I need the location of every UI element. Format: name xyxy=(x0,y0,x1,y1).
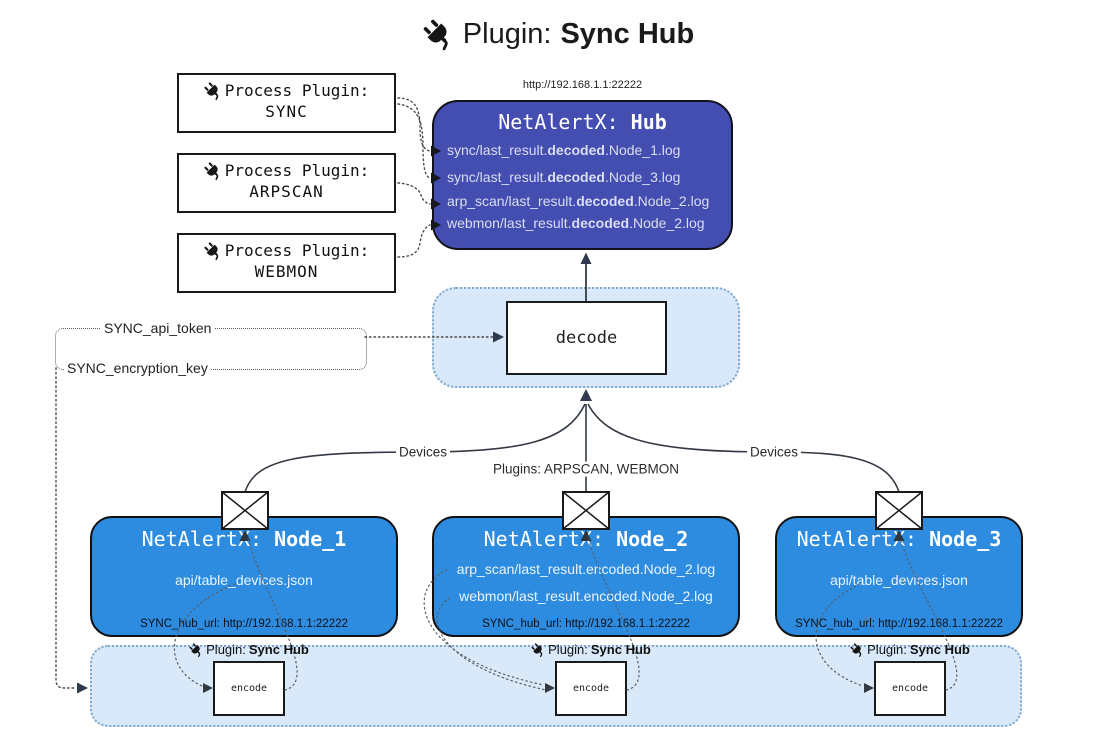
hub-title-bold: Hub xyxy=(630,110,667,134)
page-title: Plugin: Sync Hub xyxy=(0,18,1117,51)
node-line: api/table_devices.json xyxy=(830,572,968,588)
edge-tokens-to-encoders xyxy=(55,367,88,694)
plug-icon xyxy=(200,158,225,183)
node-hub-url: SYNC_hub_url: http://192.168.1.1:22222 xyxy=(795,618,1003,630)
process-plugin-name: SYNC xyxy=(265,102,308,121)
node-title: NetAlertX: Node_2 xyxy=(483,527,689,551)
process-plugin-name: WEBMON xyxy=(254,262,319,281)
decode-input-arrowhead xyxy=(580,389,592,401)
node-line: api/table_devices.json xyxy=(175,572,313,588)
encoder-plugin-label: Plugin: Sync Hub xyxy=(189,642,309,657)
sync-api-token-label: SYNC_api_token xyxy=(101,320,215,336)
hub-log-line: sync/last_result.decoded.Node_1.log xyxy=(447,142,681,158)
edge-webmon-to-hub xyxy=(397,224,431,258)
page-title-bold: Sync Hub xyxy=(560,18,695,50)
plug-icon xyxy=(186,640,206,660)
process-plugin-label: Process Plugin: xyxy=(224,241,370,260)
hub-title-prefix: NetAlertX: xyxy=(498,110,631,134)
node-hub-url: SYNC_hub_url: http://192.168.1.1:22222 xyxy=(482,618,690,630)
edge-arpscan-to-hub xyxy=(397,182,431,205)
sync-encryption-key-label: SYNC_encryption_key xyxy=(64,360,211,376)
devices-label-left: Devices xyxy=(395,444,451,460)
encode-box: encode xyxy=(555,661,627,716)
node-title: NetAlertX: Node_3 xyxy=(796,527,1002,551)
hub-log-line: arp_scan/last_result.decoded.Node_2.log xyxy=(447,193,710,209)
plug-icon xyxy=(847,640,867,660)
process-plugin-box-sync: Process Plugin: SYNC xyxy=(177,73,396,133)
node-3-box: NetAlertX: Node_3 api/table_devices.json… xyxy=(775,516,1023,637)
edge-node3-devices xyxy=(587,403,900,493)
hub-title: NetAlertX: Hub xyxy=(434,110,731,134)
node-2-box: NetAlertX: Node_2 arp_scan/last_result.e… xyxy=(432,516,740,637)
node-hub-url: SYNC_hub_url: http://192.168.1.1:22222 xyxy=(140,618,348,630)
page-title-prefix: Plugin: xyxy=(462,18,552,50)
edge-sync-to-hub-node1 xyxy=(397,97,431,152)
process-plugin-box-arpscan: Process Plugin: ARPSCAN xyxy=(177,153,396,213)
hub-url: http://192.168.1.1:22222 xyxy=(522,79,643,91)
hub-log-line: webmon/last_result.decoded.Node_2.log xyxy=(447,214,705,231)
plugins-label: Plugins: ARPSCAN, WEBMON xyxy=(489,461,683,477)
plug-icon xyxy=(416,13,460,57)
hub-box: NetAlertX: Hub sync/last_result.decoded.… xyxy=(432,100,733,250)
process-plugin-label: Process Plugin: xyxy=(224,81,370,100)
decode-box: decode xyxy=(506,301,667,375)
encoder-plugin-label: Plugin: Sync Hub xyxy=(850,642,970,657)
hub-log-line: sync/last_result.decoded.Node_3.log xyxy=(447,169,681,185)
process-plugin-name: ARPSCAN xyxy=(249,182,324,201)
plug-icon xyxy=(528,640,548,660)
process-plugin-label: Process Plugin: xyxy=(224,161,370,180)
node-1-box: NetAlertX: Node_1 api/table_devices.json… xyxy=(90,516,398,637)
encode-box: encode xyxy=(874,661,946,716)
encoder-plugin-label: Plugin: Sync Hub xyxy=(531,642,651,657)
edge-sync-to-hub-node3 xyxy=(397,103,431,179)
node-line: webmon/last_result.encoded.Node_2.log xyxy=(459,588,713,604)
encode-box: encode xyxy=(213,661,285,716)
node-line: arp_scan/last_result.encoded.Node_2.log xyxy=(456,561,716,577)
plug-icon xyxy=(200,78,225,103)
process-plugin-box-webmon: Process Plugin: WEBMON xyxy=(177,233,396,293)
node-title: NetAlertX: Node_1 xyxy=(141,527,347,551)
devices-label-right: Devices xyxy=(746,444,802,460)
plug-icon xyxy=(200,238,225,263)
